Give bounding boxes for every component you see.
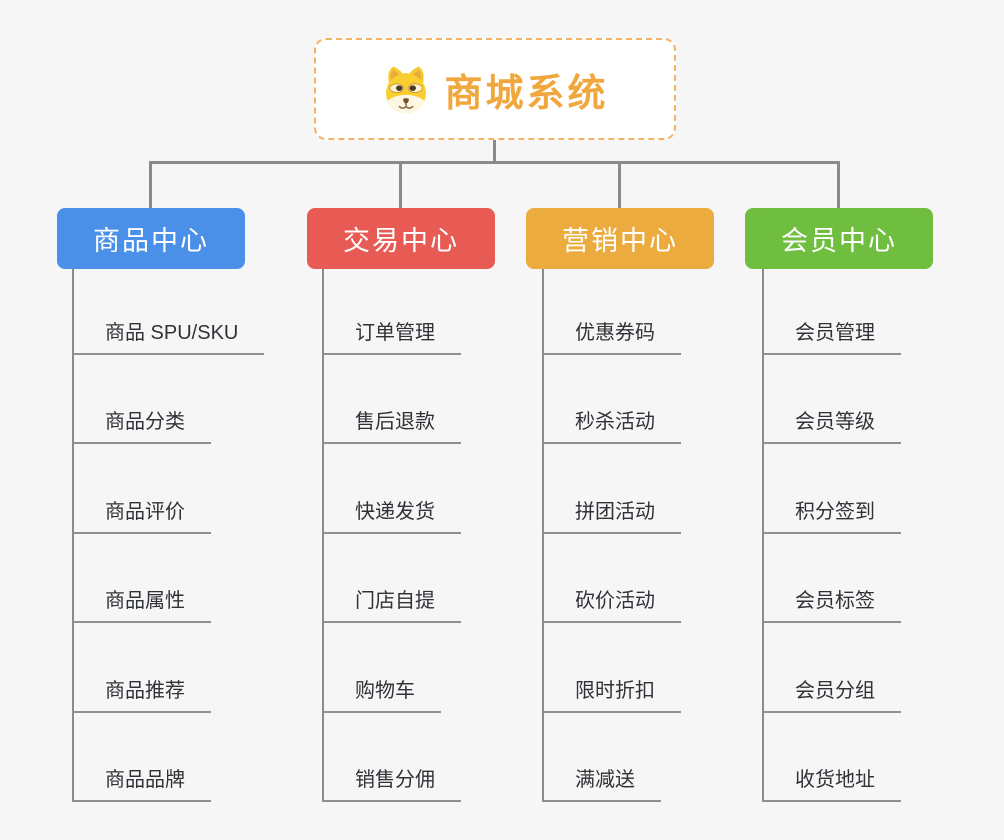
- leaf-node[interactable]: 订单管理: [322, 322, 461, 355]
- connector-root-stub: [493, 140, 496, 164]
- dog-face-icon: [381, 62, 431, 116]
- branch-node-product-center[interactable]: 商品中心: [57, 208, 245, 269]
- leaf-node[interactable]: 商品 SPU/SKU: [72, 322, 265, 355]
- connector-drop-trade: [399, 161, 402, 209]
- leaf-node[interactable]: 收货地址: [762, 769, 901, 802]
- trunk-line-marketing: [542, 268, 544, 802]
- connector-horizontal-bar: [149, 161, 840, 164]
- leaf-node[interactable]: 商品品牌: [72, 769, 211, 802]
- trunk-line-member: [762, 268, 764, 802]
- leaf-node[interactable]: 会员等级: [762, 411, 901, 444]
- branch-node-trade-center[interactable]: 交易中心: [307, 208, 495, 269]
- leaf-node[interactable]: 销售分佣: [322, 769, 461, 802]
- leaf-node[interactable]: 快递发货: [322, 501, 461, 534]
- leaf-node[interactable]: 拼团活动: [542, 501, 681, 534]
- branch-node-marketing-center[interactable]: 营销中心: [526, 208, 714, 269]
- leaf-node[interactable]: 售后退款: [322, 411, 461, 444]
- branch-node-member-center[interactable]: 会员中心: [745, 208, 933, 269]
- leaf-node[interactable]: 积分签到: [762, 501, 901, 534]
- leaf-node[interactable]: 商品分类: [72, 411, 211, 444]
- leaf-node[interactable]: 会员管理: [762, 322, 901, 355]
- leaf-node[interactable]: 门店自提: [322, 590, 461, 623]
- connector-drop-product: [149, 161, 152, 209]
- leaf-node[interactable]: 商品属性: [72, 590, 211, 623]
- connector-drop-member: [837, 161, 840, 209]
- leaf-node[interactable]: 优惠券码: [542, 322, 681, 355]
- root-title: 商城系统: [444, 72, 609, 115]
- trunk-line-trade: [322, 268, 324, 802]
- leaf-node[interactable]: 购物车: [322, 680, 441, 713]
- leaf-node[interactable]: 会员标签: [762, 590, 901, 623]
- leaf-node[interactable]: 限时折扣: [542, 680, 681, 713]
- connector-drop-marketing: [618, 161, 621, 209]
- leaf-node[interactable]: 满减送: [542, 769, 661, 802]
- trunk-line-product: [72, 268, 74, 802]
- leaf-node[interactable]: 商品评价: [72, 501, 211, 534]
- leaf-node[interactable]: 秒杀活动: [542, 411, 681, 444]
- root-node[interactable]: 商城系统: [314, 38, 676, 140]
- leaf-node[interactable]: 会员分组: [762, 680, 901, 713]
- leaf-node[interactable]: 商品推荐: [72, 680, 211, 713]
- leaf-node[interactable]: 砍价活动: [542, 590, 681, 623]
